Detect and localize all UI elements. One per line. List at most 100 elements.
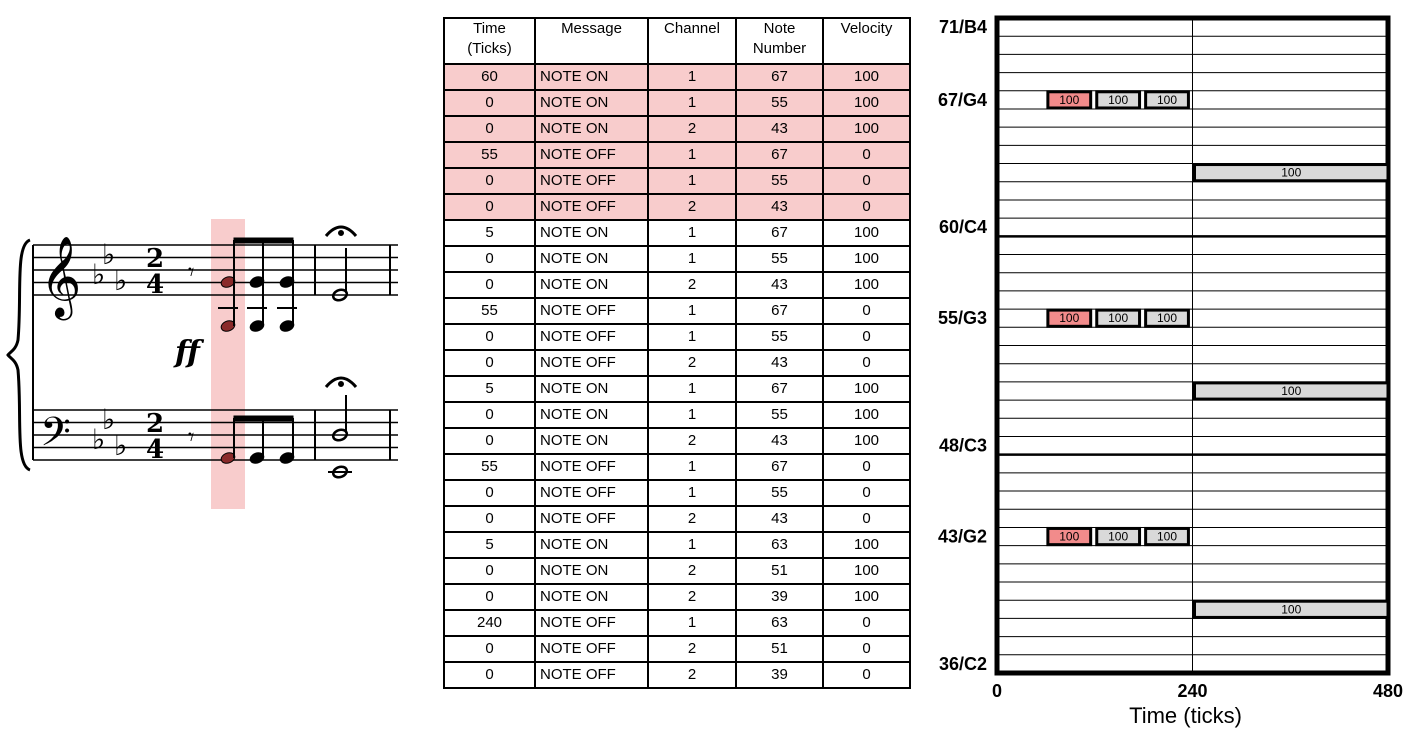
cell-velocity: 0 [822,167,911,195]
cell-channel: 1 [647,245,737,273]
treble-notes [218,237,297,332]
cell-velocity: 100 [822,557,911,585]
note-bar [1193,599,1390,619]
cell-channel: 1 [647,167,737,195]
svg-text:♭: ♭ [114,264,127,297]
header-time: Time (Ticks) [443,17,536,65]
midi-event-table: Time (Ticks) Message Channel Note Number… [443,17,911,689]
bass-notes [220,415,295,464]
cell-time: 0 [443,323,536,351]
note-velocity-label: 100 [1108,530,1128,544]
time-signature-treble: 2 4 [146,244,164,300]
cell-time: 0 [443,245,536,273]
cell-note-number: 43 [735,505,824,533]
cell-message: NOTE OFF [534,479,649,507]
cell-note-number: 55 [735,323,824,351]
cell-channel: 2 [647,115,737,143]
note-velocity-label: 100 [1281,166,1301,180]
cell-message: NOTE OFF [534,167,649,195]
cell-channel: 1 [647,89,737,117]
cell-message: NOTE OFF [534,635,649,663]
note-velocity-label: 100 [1281,384,1301,398]
pitch-label: 48/C3 [939,436,987,456]
cell-velocity: 100 [822,531,911,559]
cell-time: 0 [443,479,536,507]
note-velocity-label: 100 [1059,530,1079,544]
time-signature-bass: 2 4 [146,409,164,465]
bass-key-signature: ♭♭♭ [92,403,127,462]
note-velocity-label: 100 [1059,93,1079,107]
note-bar [1046,308,1093,328]
cell-time: 0 [443,661,536,689]
cell-channel: 2 [647,505,737,533]
cell-note-number: 67 [735,141,824,169]
cell-velocity: 100 [822,401,911,429]
cell-velocity: 0 [822,479,911,507]
svg-text:♭: ♭ [102,238,115,271]
cell-message: NOTE ON [534,89,649,117]
cell-channel: 1 [647,323,737,351]
cell-time: 55 [443,297,536,325]
cell-velocity: 0 [822,453,911,481]
cell-message: NOTE ON [534,583,649,611]
cell-note-number: 43 [735,115,824,143]
cell-time: 5 [443,219,536,247]
time-tick-label: 480 [1373,681,1403,701]
treble-staff [33,244,398,296]
cell-note-number: 55 [735,89,824,117]
cell-channel: 2 [647,427,737,455]
cell-note-number: 67 [735,63,824,91]
cell-message: NOTE ON [534,531,649,559]
header-channel: Channel [647,17,737,65]
cell-note-number: 43 [735,271,824,299]
pitch-label: 71/B4 [939,17,987,37]
pitch-label: 55/G3 [938,308,987,328]
cell-time: 0 [443,505,536,533]
cell-channel: 1 [647,453,737,481]
svg-text:♭: ♭ [102,403,115,436]
svg-text:2: 2 [146,409,164,439]
cell-note-number: 55 [735,167,824,195]
cell-channel: 1 [647,375,737,403]
dynamic-marking: ff [173,335,205,370]
cell-note-number: 55 [735,245,824,273]
barlines [32,245,391,460]
cell-time: 0 [443,349,536,377]
cell-note-number: 43 [735,193,824,221]
cell-message: NOTE OFF [534,609,649,637]
cell-message: NOTE ON [534,271,649,299]
cell-velocity: 100 [822,219,911,247]
cell-time: 60 [443,63,536,91]
cell-note-number: 39 [735,661,824,689]
time-tick-label: 240 [1177,681,1207,701]
cell-velocity: 100 [822,115,911,143]
header-note-number: Note Number [735,17,824,65]
cell-message: NOTE ON [534,427,649,455]
cell-note-number: 43 [735,427,824,455]
cell-velocity: 0 [822,609,911,637]
note-velocity-label: 100 [1108,311,1128,325]
cell-channel: 1 [647,479,737,507]
measure-2-notes [324,225,358,479]
pitch-label: 67/G4 [938,90,987,110]
bass-staff [33,409,398,461]
cell-note-number: 63 [735,531,824,559]
cell-message: NOTE OFF [534,193,649,221]
cell-channel: 2 [647,349,737,377]
cell-velocity: 100 [822,245,911,273]
cell-channel: 1 [647,219,737,247]
cell-velocity: 0 [822,141,911,169]
cell-time: 55 [443,141,536,169]
cell-note-number: 51 [735,635,824,663]
cell-message: NOTE ON [534,219,649,247]
cell-note-number: 51 [735,557,824,585]
note-velocity-label: 100 [1157,93,1177,107]
